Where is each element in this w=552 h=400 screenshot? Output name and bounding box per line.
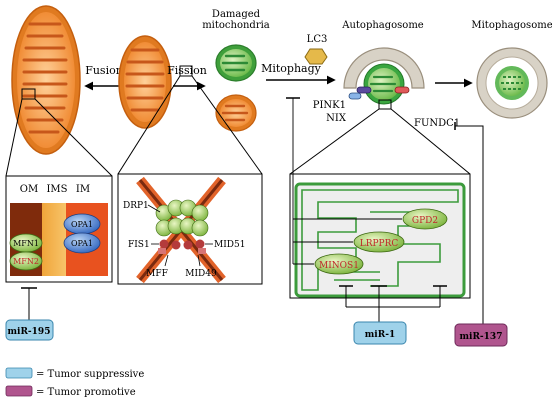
mir1-inhibition: miR-1 xyxy=(339,285,447,345)
im-label: IM xyxy=(76,184,90,195)
gpd2-label: GPD2 xyxy=(412,216,438,226)
fusion-label: Fusion xyxy=(85,64,123,77)
mitophagosome-label: Mitophagosome xyxy=(471,20,552,31)
mitophagy-label: Mitophagy xyxy=(261,62,322,75)
fis1-label: FIS1 xyxy=(128,240,150,250)
mir137-inhibition: miR-137 xyxy=(454,122,508,347)
lc3-icon xyxy=(304,48,328,65)
ims-label: IMS xyxy=(46,184,67,195)
mitophagy-arrow: Mitophagy xyxy=(261,62,336,85)
mitophagy-regulation-lines xyxy=(286,97,402,265)
pink1-receptor xyxy=(356,86,372,94)
drp1-complex xyxy=(155,199,209,237)
om-label: OM xyxy=(20,184,38,195)
nix-label: NIX xyxy=(326,113,347,124)
lc3-label: LC3 xyxy=(307,34,328,45)
mid51-label: MID51 xyxy=(214,240,245,250)
mid49-label: MID49 xyxy=(185,269,217,279)
nix-receptor xyxy=(348,92,362,100)
mir1-label: miR-1 xyxy=(365,330,395,340)
fundc1-label: FUNDC1 xyxy=(414,118,460,129)
drp1-label: DRP1 xyxy=(123,201,149,211)
mff-label: MFF xyxy=(146,269,168,279)
minos1-label: MINOS1 xyxy=(319,261,359,271)
damaged-label-line2: mitochondria xyxy=(202,20,270,31)
mfn2-label: MFN2 xyxy=(13,257,39,266)
mir137-label: miR-137 xyxy=(460,332,503,342)
autophagosome xyxy=(343,47,425,110)
legend: = Tumor suppressive = Tumor promotive xyxy=(5,367,144,398)
legend-suppressive-label: = Tumor suppressive xyxy=(36,369,144,380)
fusion-inset: OM IMS IM MFN1 MFN2 OPA1 OPA1 xyxy=(5,98,113,283)
fission-arrow: Fission xyxy=(167,64,207,91)
pink1-label: PINK1 xyxy=(313,100,346,111)
legend-suppressive-swatch xyxy=(5,367,33,379)
fundc1-receptor xyxy=(394,86,410,94)
damaged-label-line1: Damaged xyxy=(212,9,261,20)
lc3: LC3 xyxy=(304,34,328,65)
legend-promotive-label: = Tumor promotive xyxy=(36,387,136,398)
mitochondria-inset: GPD2 LRPPRC MINOS1 xyxy=(289,108,471,299)
mir195-inhibition: miR-195 xyxy=(5,287,54,341)
legend-promotive-swatch xyxy=(5,385,33,397)
fused-mitochondrion xyxy=(11,5,81,155)
mir1-box xyxy=(353,321,407,345)
mfn1-label: MFN1 xyxy=(13,239,39,248)
lrpprc-label: LRPPRC xyxy=(360,239,399,249)
autophagosome-label: Autophagosome xyxy=(341,20,424,31)
opa1-bottom-label: OPA1 xyxy=(71,239,93,248)
daughter-mitochondrion xyxy=(215,94,257,132)
fission-inset: DRP1 FIS1 MID51 MFF MID49 xyxy=(117,75,263,285)
opa1-top-label: OPA1 xyxy=(71,220,93,229)
fission-label: Fission xyxy=(167,64,207,77)
mitophagosome xyxy=(476,47,548,119)
fusion-arrow: Fusion xyxy=(84,64,123,91)
mitochondrion-normal xyxy=(118,35,193,129)
mir195-box xyxy=(5,319,54,341)
mir195-label: miR-195 xyxy=(8,327,51,337)
mir137-box xyxy=(454,323,508,347)
damaged-mitochondrion xyxy=(215,44,257,82)
